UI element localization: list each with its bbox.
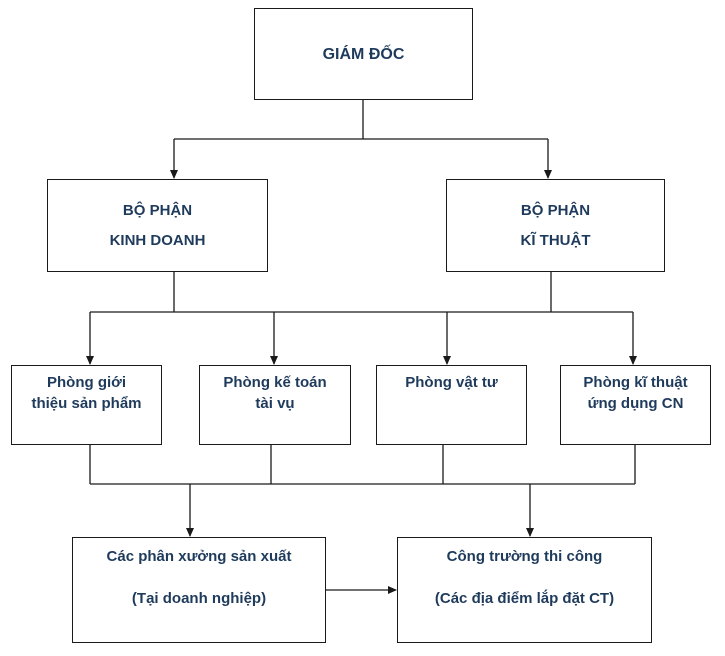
- business-label-line2: KINH DOANH: [109, 231, 206, 249]
- accounting-line2: tài vụ: [255, 395, 295, 412]
- materials-line1: Phòng vật tư: [405, 374, 498, 391]
- construction-sites-box: Công trường thi công (Các địa điểm lắp đ…: [397, 537, 652, 643]
- product-intro-office-box: Phòng giới thiệu sản phẩm: [11, 365, 162, 445]
- workshops-line1: Các phân xưởng sản xuất: [106, 548, 292, 565]
- product-intro-line1: Phòng giới: [47, 374, 126, 391]
- tech-application-office-box: Phòng kĩ thuật ứng dụng CN: [560, 365, 711, 445]
- workshops-box: Các phân xưởng sản xuất (Tại doanh nghiệ…: [72, 537, 326, 643]
- director-box: GIÁM ĐỐC: [254, 8, 473, 100]
- tech-app-line1: Phòng kĩ thuật: [583, 374, 688, 391]
- product-intro-line2: thiệu sản phẩm: [31, 395, 142, 412]
- accounting-line1: Phòng kế toán: [223, 374, 327, 391]
- technical-label-line2: KĨ THUẬT: [520, 231, 591, 249]
- materials-office-box: Phòng vật tư: [376, 365, 527, 445]
- workshops-line2: (Tại doanh nghiệp): [131, 590, 267, 607]
- technical-department-box: BỘ PHẬN KĨ THUẬT: [446, 179, 665, 272]
- business-label-line1: BỘ PHẬN: [122, 201, 193, 219]
- sites-line1: Công trường thi công: [446, 548, 603, 565]
- tech-app-line2: ứng dụng CN: [587, 395, 684, 412]
- technical-label-line1: BỘ PHẬN: [520, 201, 591, 219]
- director-label: GIÁM ĐỐC: [322, 45, 405, 63]
- sites-line2: (Các địa điểm lắp đặt CT): [434, 590, 615, 607]
- accounting-office-box: Phòng kế toán tài vụ: [199, 365, 351, 445]
- business-department-box: BỘ PHẬN KINH DOANH: [47, 179, 268, 272]
